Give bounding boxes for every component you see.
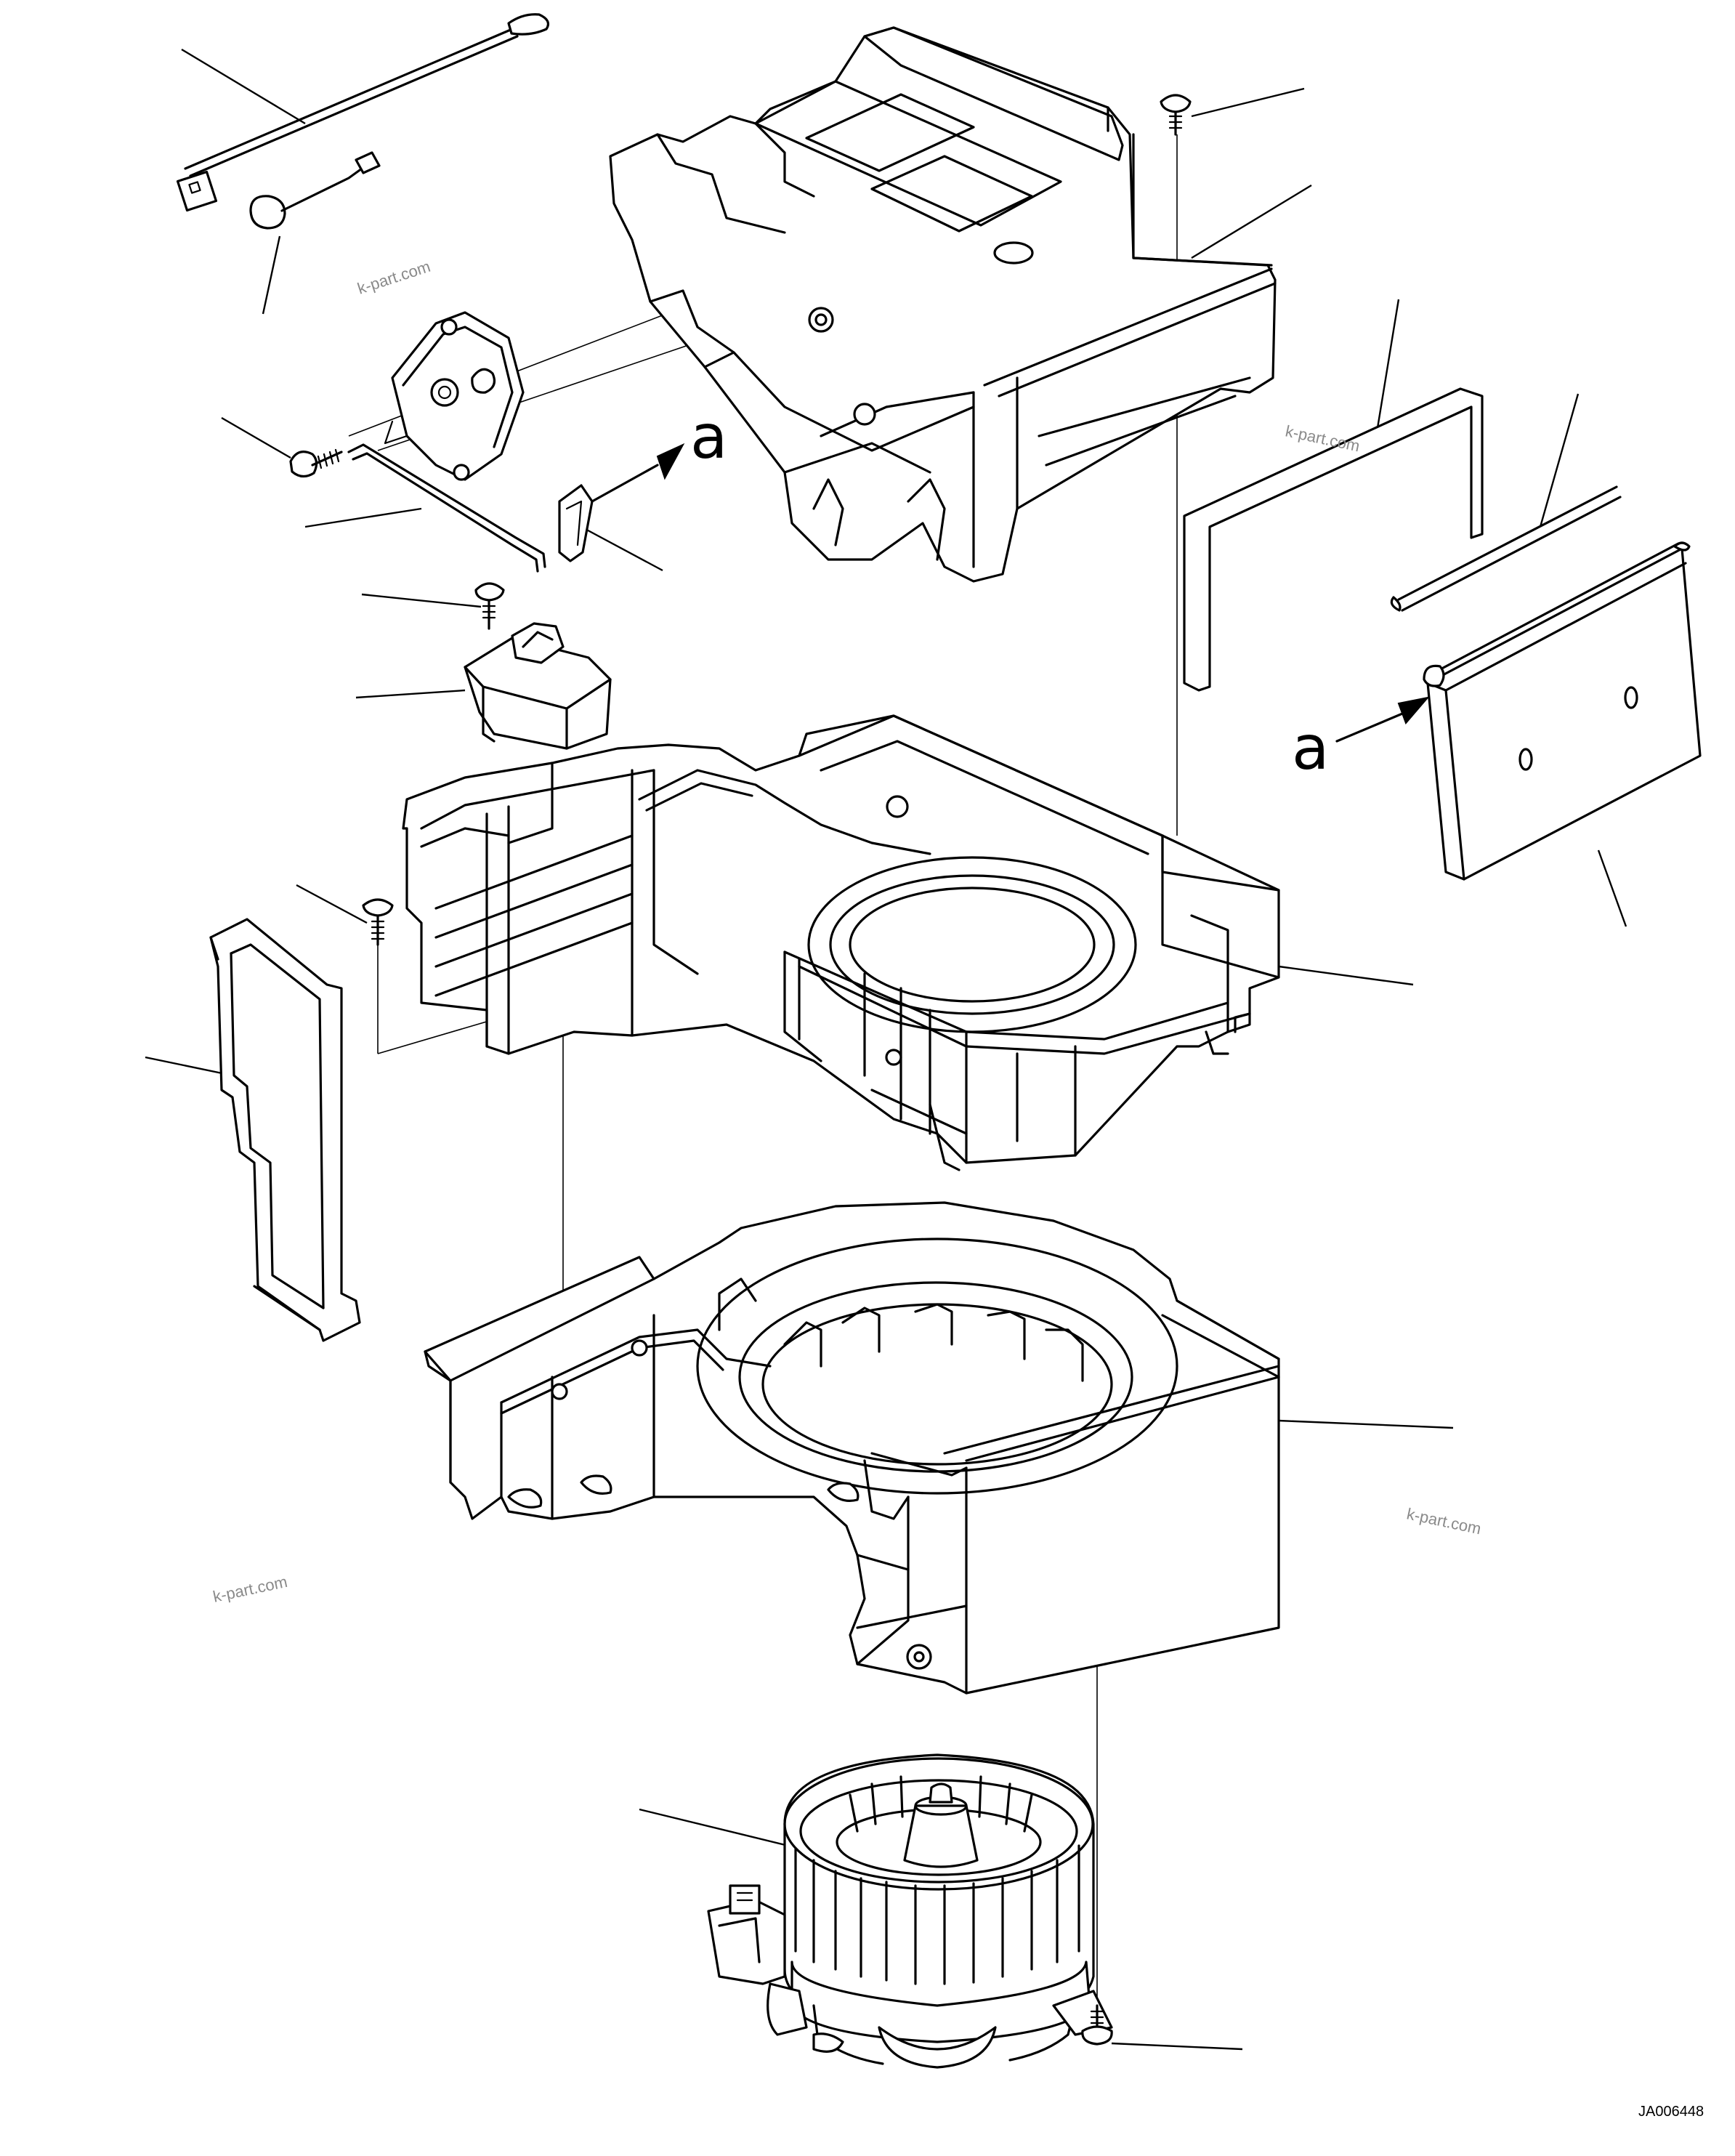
blower-resistor <box>464 622 612 750</box>
screw-bottom <box>1081 2004 1113 2046</box>
upper-housing <box>609 26 1277 583</box>
screw-middle <box>362 898 394 946</box>
leader-lines <box>145 48 1627 2051</box>
filter-rod <box>1390 485 1622 612</box>
watermark-4: k-part.com <box>1405 1504 1483 1538</box>
screw-actuator <box>289 448 343 478</box>
damper-actuator <box>384 311 525 481</box>
sensor-cable-part <box>176 13 549 230</box>
view-marker-a-upper: a <box>690 401 727 472</box>
air-filter <box>1423 541 1702 881</box>
screw-resistor <box>474 582 505 630</box>
watermark-3: k-part.com <box>211 1572 289 1606</box>
watermark-1: k-part.com <box>355 257 433 298</box>
watermark-2: k-part.com <box>1284 421 1362 455</box>
arrow-a-right <box>1335 696 1430 743</box>
left-gasket-frame <box>209 918 361 1342</box>
screw-top <box>1160 94 1192 136</box>
drawing-code: JA006448 <box>1638 2104 1704 2120</box>
lower-housing <box>424 1201 1280 1695</box>
blower-fan-motor <box>707 1753 1113 2069</box>
middle-housing <box>402 714 1280 1171</box>
clip-part <box>558 443 685 562</box>
linkage-rod <box>347 443 546 573</box>
seal-strip <box>1183 387 1484 692</box>
view-marker-a-right: a <box>1292 712 1329 783</box>
